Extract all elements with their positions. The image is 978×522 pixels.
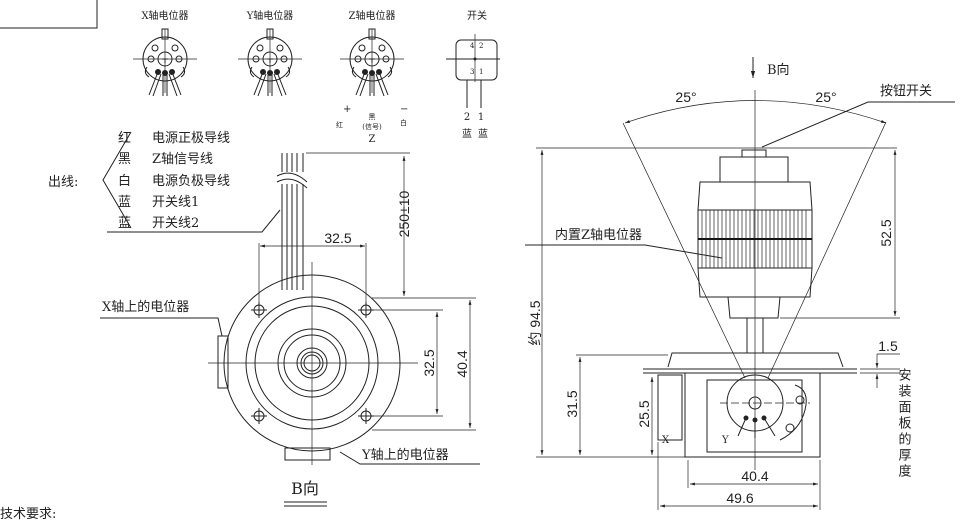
svg-text:电源正极导线: 电源正极导线 bbox=[152, 131, 230, 146]
z-axis-mark: Z bbox=[369, 134, 376, 145]
switch-title: 开关 bbox=[467, 9, 487, 22]
dim-hole-span-h: 32.5 bbox=[324, 230, 351, 246]
dim-inner-height: 25.5 bbox=[636, 400, 652, 427]
dim-panel-thickness: 1.5 bbox=[878, 338, 898, 354]
dim-inner-width: 40.4 bbox=[741, 468, 768, 484]
dim-hole-span-v: 32.5 bbox=[421, 349, 437, 376]
title-block-frame bbox=[0, 0, 98, 29]
svg-text:电源负极导线: 电源负极导线 bbox=[152, 174, 230, 189]
z-plus: + bbox=[343, 104, 351, 115]
svg-text:蓝: 蓝 bbox=[478, 128, 488, 140]
y-pot-symbol bbox=[237, 28, 303, 97]
svg-text:蓝: 蓝 bbox=[462, 128, 472, 140]
z-pot-symbol bbox=[339, 28, 405, 97]
wire-legend-title: 出线: bbox=[48, 175, 78, 190]
angle-left: 25° bbox=[675, 89, 696, 105]
y-mark: Y bbox=[721, 435, 729, 446]
x-pot-symbol bbox=[132, 28, 198, 97]
bottom-view: 250±10 32.5 32.5 40.4 X轴上的电位器 Y轴上的电位器 B向 bbox=[100, 152, 480, 507]
switch-symbol: 4 2 3 1 2 1 蓝 蓝 bbox=[446, 34, 500, 140]
z-pot-callout: 内置Z轴电位器 bbox=[555, 227, 642, 243]
svg-text:开关线2: 开关线2 bbox=[152, 216, 199, 231]
z-red: 红 bbox=[336, 120, 343, 129]
y-pot-callout: Y轴上的电位器 bbox=[361, 447, 449, 463]
svg-text:4: 4 bbox=[470, 42, 475, 50]
dim-body-height: 31.5 bbox=[564, 390, 580, 417]
y-pot-title: Y轴电位器 bbox=[246, 9, 294, 22]
dim-knob-height: 52.5 bbox=[878, 219, 894, 246]
svg-text:红: 红 bbox=[118, 130, 131, 146]
dim-body-width: 40.4 bbox=[454, 350, 470, 377]
z-signal: (信号) bbox=[362, 122, 382, 131]
svg-text:2: 2 bbox=[479, 42, 483, 50]
dim-outer-width: 49.6 bbox=[726, 490, 753, 506]
z-black: 黑 bbox=[369, 113, 376, 121]
x-mark: X bbox=[662, 435, 670, 446]
pot-diagrams: X轴电位器 Y轴电位器 Z轴电位器 开关 + − 红 黑 (信号) Z 白 4 … bbox=[132, 9, 500, 145]
z-minus: − bbox=[400, 104, 408, 115]
view-b-label: B向 bbox=[291, 479, 319, 498]
x-pot-title: X轴电位器 bbox=[141, 9, 188, 22]
svg-text:开关线1: 开关线1 bbox=[152, 195, 199, 210]
dim-wire-length: 250±10 bbox=[396, 190, 412, 237]
z-pot-title: Z轴电位器 bbox=[349, 9, 396, 22]
side-view: B向 25° 25° 按钮开关 内置Z轴电位器 X bbox=[525, 57, 955, 510]
x-pot-callout: X轴上的电位器 bbox=[102, 299, 189, 315]
svg-text:蓝: 蓝 bbox=[118, 195, 131, 210]
svg-text:2: 2 bbox=[464, 112, 470, 123]
button-switch-callout: 按钮开关 bbox=[880, 84, 932, 99]
svg-text:1: 1 bbox=[478, 112, 484, 123]
svg-text:1: 1 bbox=[479, 68, 483, 76]
angle-right: 25° bbox=[815, 89, 836, 105]
b-arrow-label: B向 bbox=[767, 62, 790, 78]
tech-requirements-label: 技术要求: bbox=[0, 507, 56, 522]
z-white: 白 bbox=[400, 118, 407, 127]
dim-total-height: 约 94.5 bbox=[527, 300, 543, 345]
panel-thickness-label: 安装面板的厚度 bbox=[896, 368, 912, 480]
svg-text:3: 3 bbox=[470, 68, 474, 76]
svg-text:黑: 黑 bbox=[118, 152, 131, 167]
knurl-band bbox=[697, 209, 813, 269]
svg-text:白: 白 bbox=[118, 173, 131, 189]
svg-text:蓝: 蓝 bbox=[118, 216, 131, 231]
svg-text:Z轴信号线: Z轴信号线 bbox=[152, 152, 213, 167]
